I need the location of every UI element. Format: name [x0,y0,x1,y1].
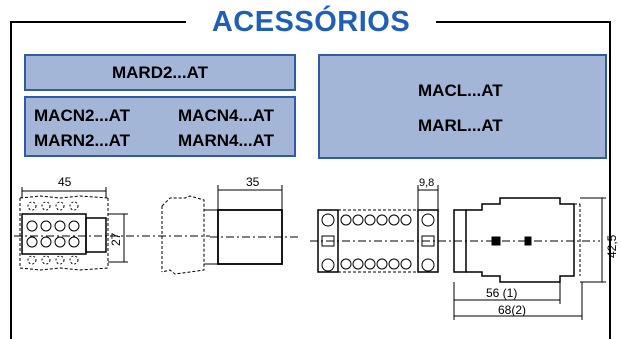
macn4-label: MACN4...AT [178,106,275,125]
dim-68: 68(2) [498,303,526,317]
mard-label: MARD2...AT [111,62,208,82]
dim-9-8: 9,8 [419,177,434,189]
macl-label: MACL...AT [418,81,503,100]
frame-top-left [10,21,186,23]
frame-top-right [436,21,611,23]
mard-drawing [161,185,300,275]
dim-45: 45 [58,175,72,189]
marn4-label: MARN4...AT [178,131,275,150]
frame-left [10,21,12,339]
left-block-drawing [14,187,210,271]
marl-label: MARL...AT [418,116,503,135]
page-title: ACESSÓRIOS [186,0,436,44]
marn2-label: MARN2...AT [34,131,131,150]
dim-42-5: 42,5 [605,234,619,258]
macl-marl-box: MACL...AT MARL...AT [318,54,607,159]
dim-27: 27 [109,232,123,246]
frame-right [609,21,611,339]
contactor-drawing [310,185,606,320]
mard-box: MARD2...AT [24,54,296,91]
dim-56: 56 (1) [486,286,517,300]
macn2-label: MACN2...AT [34,106,131,125]
macn-marn-box: MACN2...AT MACN4...AT MARN2...AT MARN4..… [24,96,296,157]
dim-35: 35 [246,175,260,189]
